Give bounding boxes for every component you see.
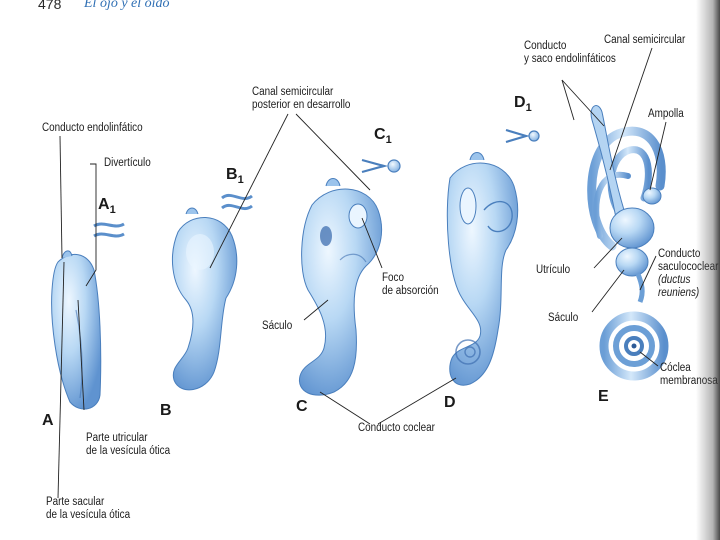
section-letter-b1: B1 [226, 166, 244, 187]
section-c1-icon [361, 158, 401, 174]
stage-letter-b: B [160, 402, 172, 419]
label-foco-absorcion: Foco de absorción [382, 272, 439, 297]
label-saculo-c: Sáculo [262, 320, 293, 332]
stage-letter-d: D [444, 394, 456, 411]
stage-a-otic-vesicle [51, 250, 102, 410]
label-canal-semicircular: Canal semicircular [604, 34, 686, 46]
section-d1-icon [505, 128, 540, 144]
leader-lines [57, 47, 667, 499]
section-letter-a1: A1 [98, 196, 116, 217]
stage-letter-e: E [598, 388, 609, 405]
label-parte-utricular: Parte utricular de la vesícula ótica [86, 432, 171, 457]
label-canal-semicircular-posterior: Canal semicircular posterior en desarrol… [252, 86, 351, 111]
stage-letter-c: C [296, 398, 308, 415]
scan-binding-shadow [696, 0, 720, 540]
section-b1-icon [221, 193, 253, 211]
section-letter-d1: D1 [514, 94, 532, 115]
section-a1-icon [93, 222, 125, 238]
label-conducto-coclear: Conducto coclear [358, 422, 435, 434]
label-diverticulo: Divertículo [104, 157, 151, 169]
stage-b-otic-vesicle [172, 207, 238, 391]
stage-e-membranous-labyrinth [587, 105, 669, 381]
stage-letter-a: A [42, 412, 54, 429]
label-conducto-endolinfatico: Conducto endolinfático [42, 122, 143, 134]
label-parte-sacular: Parte sacular de la vesícula ótica [46, 496, 131, 521]
page-number: 478 [38, 0, 62, 12]
label-saculo-e: Sáculo [548, 312, 579, 324]
chapter-title: El ojo y el oído [84, 0, 170, 11]
stage-d-otic-vesicle [446, 152, 519, 386]
label-ampolla: Ampolla [648, 108, 684, 120]
label-utriculo: Utrículo [536, 264, 571, 276]
section-letter-c1: C1 [374, 126, 392, 147]
stage-c-otic-vesicle [298, 178, 383, 396]
label-conducto-saco-endolinfaticos: Conducto y saco endolinfáticos [524, 40, 616, 65]
